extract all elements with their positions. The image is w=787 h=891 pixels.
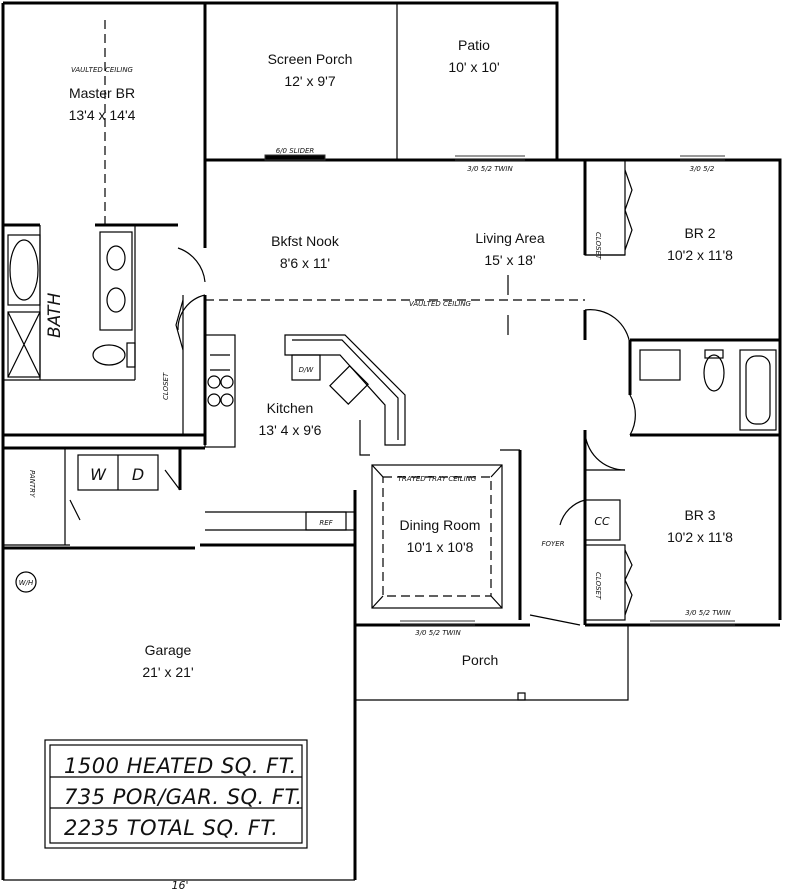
refrigerator-label: REF: [319, 519, 333, 527]
garage-size: 21' x 21': [142, 664, 193, 680]
garage-width-label: 16': [171, 879, 188, 891]
kitchen-size: 13' 4 x 9'6: [259, 422, 322, 438]
br3-closet-label: CLOSET: [594, 572, 602, 600]
br3-size: 10'2 x 11'8: [667, 529, 733, 545]
patio-name: Patio: [458, 37, 490, 53]
bath-label: BATH: [45, 293, 65, 338]
total-sqft: 2235 TOTAL SQ. FT.: [64, 816, 278, 840]
slider-label: 6/0 SLIDER: [276, 147, 315, 155]
garage-name: Garage: [145, 642, 192, 658]
br2-size: 10'2 x 11'8: [667, 247, 733, 263]
ceiling-lines: [104, 20, 585, 335]
living-area-size: 15' x 18': [484, 252, 535, 268]
screen-porch-size: 12' x 9'7: [284, 73, 335, 89]
window-twin-front-label: 3/0 5/2 TWIN: [415, 629, 461, 637]
patio-size: 10' x 10': [448, 59, 499, 75]
porch-name: Porch: [462, 652, 499, 668]
coat-closet-label: CC: [594, 515, 610, 528]
window-twin-top-label: 3/0 5/2 TWIN: [467, 165, 513, 173]
dishwasher-label: D/W: [299, 366, 315, 374]
vaulted-ceiling-label: VAULTED CEILING: [409, 300, 472, 308]
living-area-name: Living Area: [475, 230, 544, 246]
water-heater-symbol: [15, 571, 37, 593]
windows: [264, 154, 735, 626]
br3-name: BR 3: [684, 507, 715, 523]
door-swings: [69, 169, 636, 626]
br2-closet-label: CLOSET: [594, 232, 602, 260]
pantry-label: PANTRY: [28, 470, 36, 498]
bkfst-nook-size: 8'6 x 11': [280, 255, 330, 271]
window-twin-br3-label: 3/0 5/2 TWIN: [685, 609, 731, 617]
water-heater-label: W/H: [19, 579, 34, 587]
br2-name: BR 2: [684, 225, 715, 241]
master-br-name: Master BR: [69, 85, 135, 101]
dining-room-size: 10'1 x 10'8: [407, 539, 474, 555]
sqft-summary-box: 1500 HEATED SQ. FT. 735 POR/GAR. SQ. FT.…: [44, 739, 308, 849]
heated-sqft: 1500 HEATED SQ. FT.: [64, 754, 297, 778]
kitchen-name: Kitchen: [267, 400, 314, 416]
master-br-size: 13'4 x 14'4: [69, 107, 136, 123]
foyer-label: FOYER: [541, 540, 564, 548]
dining-room-name: Dining Room: [400, 517, 481, 533]
porch-garage-sqft: 735 POR/GAR. SQ. FT.: [64, 785, 303, 809]
master-closet-label: CLOSET: [162, 372, 170, 400]
master-br-ceiling-note: VAULTED CEILING: [71, 66, 134, 74]
washer-label: W: [90, 465, 107, 484]
window-br2-label: 3/0 5/2: [690, 165, 715, 173]
bkfst-nook-name: Bkfst Nook: [271, 233, 340, 249]
screen-porch-name: Screen Porch: [268, 51, 353, 67]
dining-ceiling-note: TRAYED TRAY CEILING: [398, 475, 477, 483]
dryer-label: D: [132, 465, 144, 484]
